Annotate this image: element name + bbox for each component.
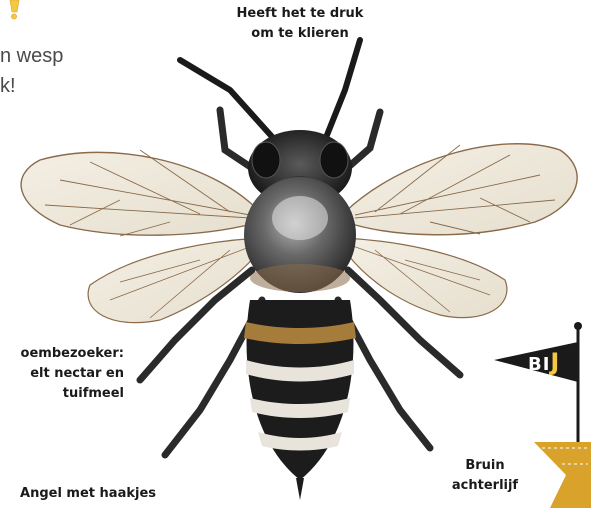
callout-bottom: Angel met haakjes [0,484,156,504]
left-wings [21,150,262,323]
flag-label: BIJ [528,350,560,377]
bee-abdomen [244,300,356,500]
callout-left: oembezoeker: elt nectar en tuifmeel [0,344,124,404]
antennae [180,40,360,140]
callout-top-line-2: om te klieren [230,24,370,44]
right-wings [343,144,577,318]
flag-label-accent: J [550,348,560,376]
callout-top: Heeft het te druk om te klieren [230,4,370,44]
flag-label-main: BI [528,354,550,375]
callout-top-line-1: Heeft het te druk [230,4,370,24]
callout-left-line-1: oembezoeker: [0,344,124,364]
callout-left-line-3: tuifmeel [0,384,124,404]
bee-thorax [244,177,356,293]
callout-left-line-2: elt nectar en [0,364,124,384]
